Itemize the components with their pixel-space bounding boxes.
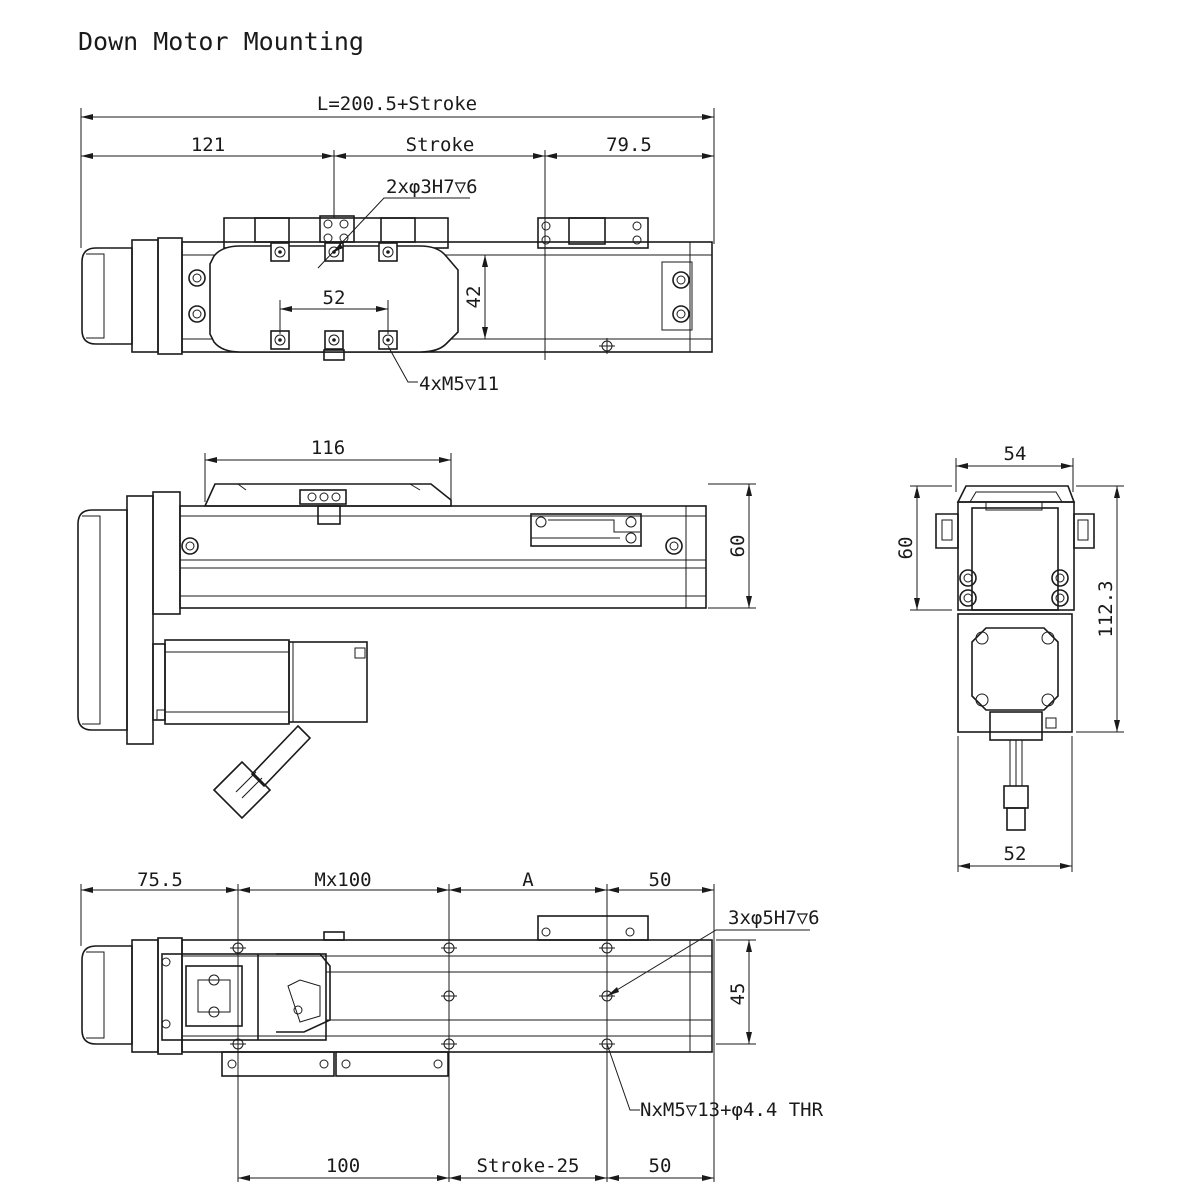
bottom-stroke-label: Stroke-25 bbox=[477, 1155, 580, 1177]
carriage-length-label: 116 bbox=[311, 437, 345, 459]
pitch-label: Mx100 bbox=[314, 869, 371, 891]
bottom-view: 75.5 Mx100 A 50 bbox=[80, 869, 824, 1182]
page-title: Down Motor Mounting bbox=[78, 27, 364, 56]
width-top-label: 54 bbox=[1004, 443, 1027, 465]
pin-holes-label: 2xφ3H7▽6 bbox=[386, 176, 478, 198]
height-total-label: 112.3 bbox=[1095, 580, 1117, 637]
right-offset-top-label: 50 bbox=[649, 869, 672, 891]
bottom-right-label: 50 bbox=[649, 1155, 672, 1177]
right-length-label: 79.5 bbox=[606, 134, 652, 156]
end-view: 54 60 bbox=[895, 443, 1124, 872]
stroke-label: Stroke bbox=[406, 134, 475, 156]
pin-holes-bottom-label: 3xφ5H7▽6 bbox=[728, 907, 820, 929]
mount-holes-label: NxM5▽13+φ4.4 THR bbox=[640, 1099, 824, 1121]
top-view: L=200.5+Stroke 121 Stroke 79.5 bbox=[80, 93, 715, 395]
bottom-left-label: 100 bbox=[326, 1155, 360, 1177]
height-60-label: 60 bbox=[727, 535, 749, 558]
width-45-label: 45 bbox=[727, 983, 749, 1006]
height-left-label: 60 bbox=[895, 537, 917, 560]
left-offset-label: 75.5 bbox=[137, 869, 183, 891]
left-length-label: 121 bbox=[191, 134, 225, 156]
a-dim-label: A bbox=[522, 869, 534, 891]
height-42-label: 42 bbox=[463, 286, 485, 309]
width-bottom-label: 52 bbox=[1004, 843, 1027, 865]
overall-length-label: L=200.5+Stroke bbox=[317, 93, 477, 115]
side-view: 116 bbox=[77, 437, 756, 820]
hole-spacing-label: 52 bbox=[323, 287, 346, 309]
tapped-holes-label: 4xM5▽11 bbox=[419, 373, 499, 395]
